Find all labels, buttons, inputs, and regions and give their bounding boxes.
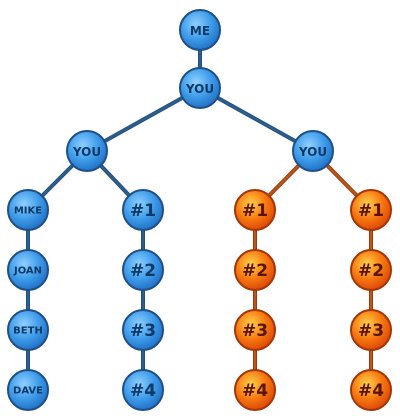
edge-core-you-root-you-right xyxy=(199,87,314,152)
node-circle-b3 xyxy=(122,309,164,351)
node-label-ob4: #4 xyxy=(358,381,384,401)
node-circle-mike xyxy=(7,189,49,231)
node-circle-beth xyxy=(7,309,49,351)
node-you-root: YOU xyxy=(179,67,221,109)
node-label-me: ME xyxy=(190,24,210,38)
node-circle-b2 xyxy=(122,249,164,291)
node-joan: JOAN xyxy=(7,249,49,291)
node-label-beth: BETH xyxy=(13,326,43,337)
node-label-oa4: #4 xyxy=(242,381,268,401)
node-label-you-root: YOU xyxy=(185,82,214,96)
node-circle-ob2 xyxy=(350,249,392,291)
node-circle-joan xyxy=(7,249,49,291)
node-b2: #2 xyxy=(122,249,164,291)
node-b4: #4 xyxy=(122,369,164,411)
node-circle-you-left xyxy=(66,130,108,172)
node-beth: BETH xyxy=(7,309,49,351)
node-label-b2: #2 xyxy=(130,261,156,281)
node-label-oa3: #3 xyxy=(242,321,268,341)
node-b1: #1 xyxy=(122,189,164,231)
node-you-left: YOU xyxy=(66,130,108,172)
node-circle-b4 xyxy=(122,369,164,411)
node-label-b4: #4 xyxy=(130,381,156,401)
node-circle-you-right xyxy=(292,130,334,172)
node-label-ob1: #1 xyxy=(358,201,384,221)
node-circle-ob1 xyxy=(350,189,392,231)
node-b3: #3 xyxy=(122,309,164,351)
node-ob2: #2 xyxy=(350,249,392,291)
node-ob4: #4 xyxy=(350,369,392,411)
node-circle-ob4 xyxy=(350,369,392,411)
node-label-b1: #1 xyxy=(130,201,156,221)
node-oa4: #4 xyxy=(234,369,276,411)
node-label-ob2: #2 xyxy=(358,261,384,281)
node-label-you-left: YOU xyxy=(72,145,101,159)
node-oa1: #1 xyxy=(234,189,276,231)
node-circle-dave xyxy=(7,369,49,411)
node-circle-me xyxy=(179,9,221,51)
node-circle-b1 xyxy=(122,189,164,231)
node-circle-oa2 xyxy=(234,249,276,291)
node-circle-oa3 xyxy=(234,309,276,351)
node-oa2: #2 xyxy=(234,249,276,291)
node-circle-ob3 xyxy=(350,309,392,351)
node-ob1: #1 xyxy=(350,189,392,231)
node-ob3: #3 xyxy=(350,309,392,351)
node-label-you-right: YOU xyxy=(298,145,327,159)
node-label-oa1: #1 xyxy=(242,201,268,221)
node-label-dave: DAVE xyxy=(13,386,43,397)
node-label-ob3: #3 xyxy=(358,321,384,341)
node-label-joan: JOAN xyxy=(13,266,42,277)
node-mike: MIKE xyxy=(7,189,49,231)
node-you-right: YOU xyxy=(292,130,334,172)
node-me: ME xyxy=(179,9,221,51)
node-label-b3: #3 xyxy=(130,321,156,341)
node-circle-oa1 xyxy=(234,189,276,231)
node-dave: DAVE xyxy=(7,369,49,411)
node-label-mike: MIKE xyxy=(14,206,42,217)
node-label-oa2: #2 xyxy=(242,261,268,281)
node-circle-oa4 xyxy=(234,369,276,411)
node-circle-you-root xyxy=(179,67,221,109)
node-oa3: #3 xyxy=(234,309,276,351)
edge-core-you-root-you-left xyxy=(86,87,201,152)
nodes-layer: ME YOU YOU YOU MIKE JOAN BETH DAVE #1 #2 #3 #4 #1 #2 #… xyxy=(7,9,392,411)
